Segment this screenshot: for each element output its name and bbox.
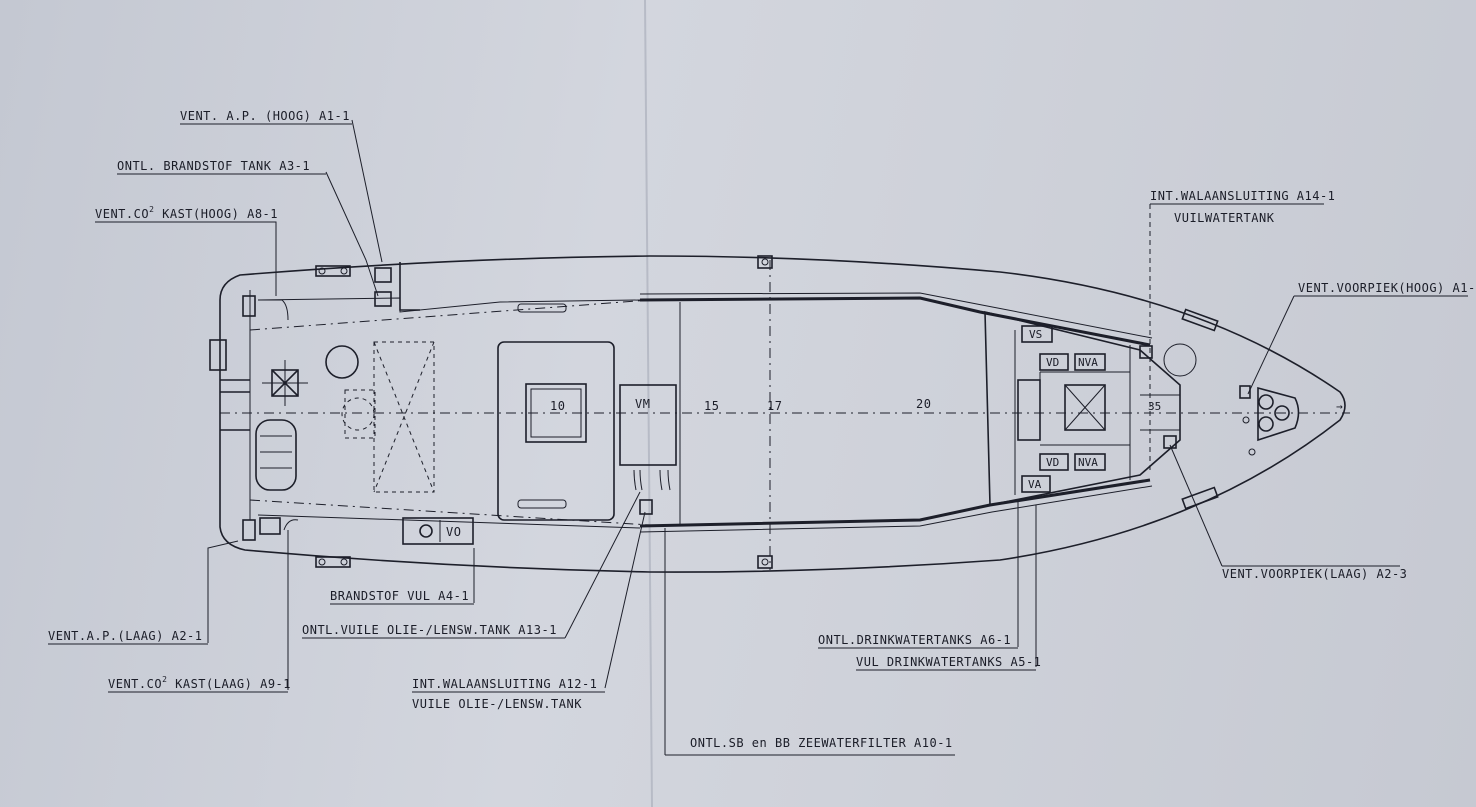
label-vent-ap-laag: VENT.A.P.(LAAG) A2-1 — [48, 629, 203, 643]
tank-nva-bottom — [1074, 453, 1106, 471]
vent-ap-laag-box — [242, 519, 256, 541]
vent-co2-laag-box — [259, 517, 281, 535]
stern-box — [209, 339, 227, 371]
fore-center-column — [1017, 379, 1041, 441]
plan-mark-vm: VM — [635, 397, 650, 411]
label-vuilwatertank: VUILWATERTANK — [1174, 211, 1275, 225]
deck-house — [497, 341, 615, 521]
tank-nva-top — [1074, 353, 1106, 371]
plan-mark-vo: VO — [446, 525, 461, 539]
label-vent-co2-hoog: VENT.CO2 KAST(HOOG) A8-1 — [95, 205, 278, 221]
bollard-bow-top — [1181, 308, 1219, 332]
ontl-brandstof-fitting — [374, 291, 392, 307]
label-brandstof-vul: BRANDSTOF VUL A4-1 — [330, 589, 469, 603]
plan-mark-va: VA — [1028, 478, 1042, 491]
stern-hatch — [255, 419, 297, 491]
vm-box — [619, 384, 677, 466]
label-ontl-brandstof: ONTL. BRANDSTOF TANK A3-1 — [117, 159, 310, 173]
bollard-bow-bottom — [1181, 486, 1219, 510]
fore-hatch — [1064, 384, 1106, 431]
plan-mark-vd-bottom: VD — [1046, 456, 1059, 469]
label-vent-ap-hoog: VENT. A.P. (HOOG) A1-1 — [180, 109, 350, 123]
label-ontl-drinkwater: ONTL.DRINKWATERTANKS A6-1 — [818, 633, 1011, 647]
plan-mark-20: 20 — [916, 397, 931, 411]
vent-ap-hoog-fitting — [374, 267, 392, 283]
label-ontl-vuile-olie: ONTL.VUILE OLIE-/LENSW.TANK A13-1 — [302, 623, 557, 637]
bollard-stern-bottom — [315, 556, 351, 568]
plan-mark-vd-top: VD — [1046, 356, 1059, 369]
deck-circle-1 — [325, 345, 359, 379]
label-vent-voorpiek-hoog: VENT.VOORPIEK(HOOG) A1-3 — [1298, 281, 1476, 295]
tank-vs — [1021, 325, 1053, 343]
label-ontl-zeewaterfilter: ONTL.SB en BB ZEEWATERFILTER A10-1 — [690, 736, 953, 750]
plan-mark-15: 15 — [704, 399, 719, 413]
label-vent-voorpiek-laag: VENT.VOORPIEK(LAAG) A2-3 — [1222, 567, 1407, 581]
label-int-walaansluiting-a14: INT.WALAANSLUITING A14-1 — [1150, 189, 1335, 203]
plan-mark-vs: VS — [1029, 328, 1042, 341]
fitting-mid-top — [757, 255, 773, 269]
bow-windlass — [1257, 386, 1300, 442]
vent-voorpiek-laag-fitting — [1163, 435, 1177, 449]
vent-ap-hoog-box — [242, 295, 256, 317]
brandstof-vul-box — [402, 517, 474, 545]
label-vuile-olie-tank: VUILE OLIE-/LENSW.TANK — [412, 697, 582, 711]
fitting-mid-bottom — [757, 555, 773, 569]
tank-vd-top — [1039, 353, 1069, 371]
bollard-stern-top — [315, 265, 351, 277]
plan-mark-35: 35 — [1148, 400, 1161, 413]
tank-va — [1021, 475, 1051, 493]
paper-fold — [644, 0, 653, 807]
plan-mark-17: 17 — [767, 399, 782, 413]
svg-text:→: → — [1336, 400, 1343, 413]
tank-vd-bottom — [1039, 453, 1069, 471]
label-vul-drinkwater: VUL DRINKWATERTANKS A5-1 — [856, 655, 1041, 669]
label-int-walaansluiting-a12: INT.WALAANSLUITING A12-1 — [412, 677, 597, 691]
hatch-10 — [525, 383, 587, 443]
plan-mark-nva-bottom: NVA — [1078, 456, 1098, 469]
plan-mark-10: 10 — [550, 399, 565, 413]
label-vent-co2-laag: VENT.CO2 KAST(LAAG) A9-1 — [108, 675, 291, 691]
engine-box — [373, 341, 435, 493]
vent-voorpiek-hoog-fitting — [1139, 345, 1153, 359]
hull-outline — [219, 255, 1346, 573]
int-walaansluiting-a12-box — [639, 499, 653, 515]
plan-mark-nva-top: NVA — [1078, 356, 1098, 369]
deck-circle-2 — [341, 397, 375, 431]
